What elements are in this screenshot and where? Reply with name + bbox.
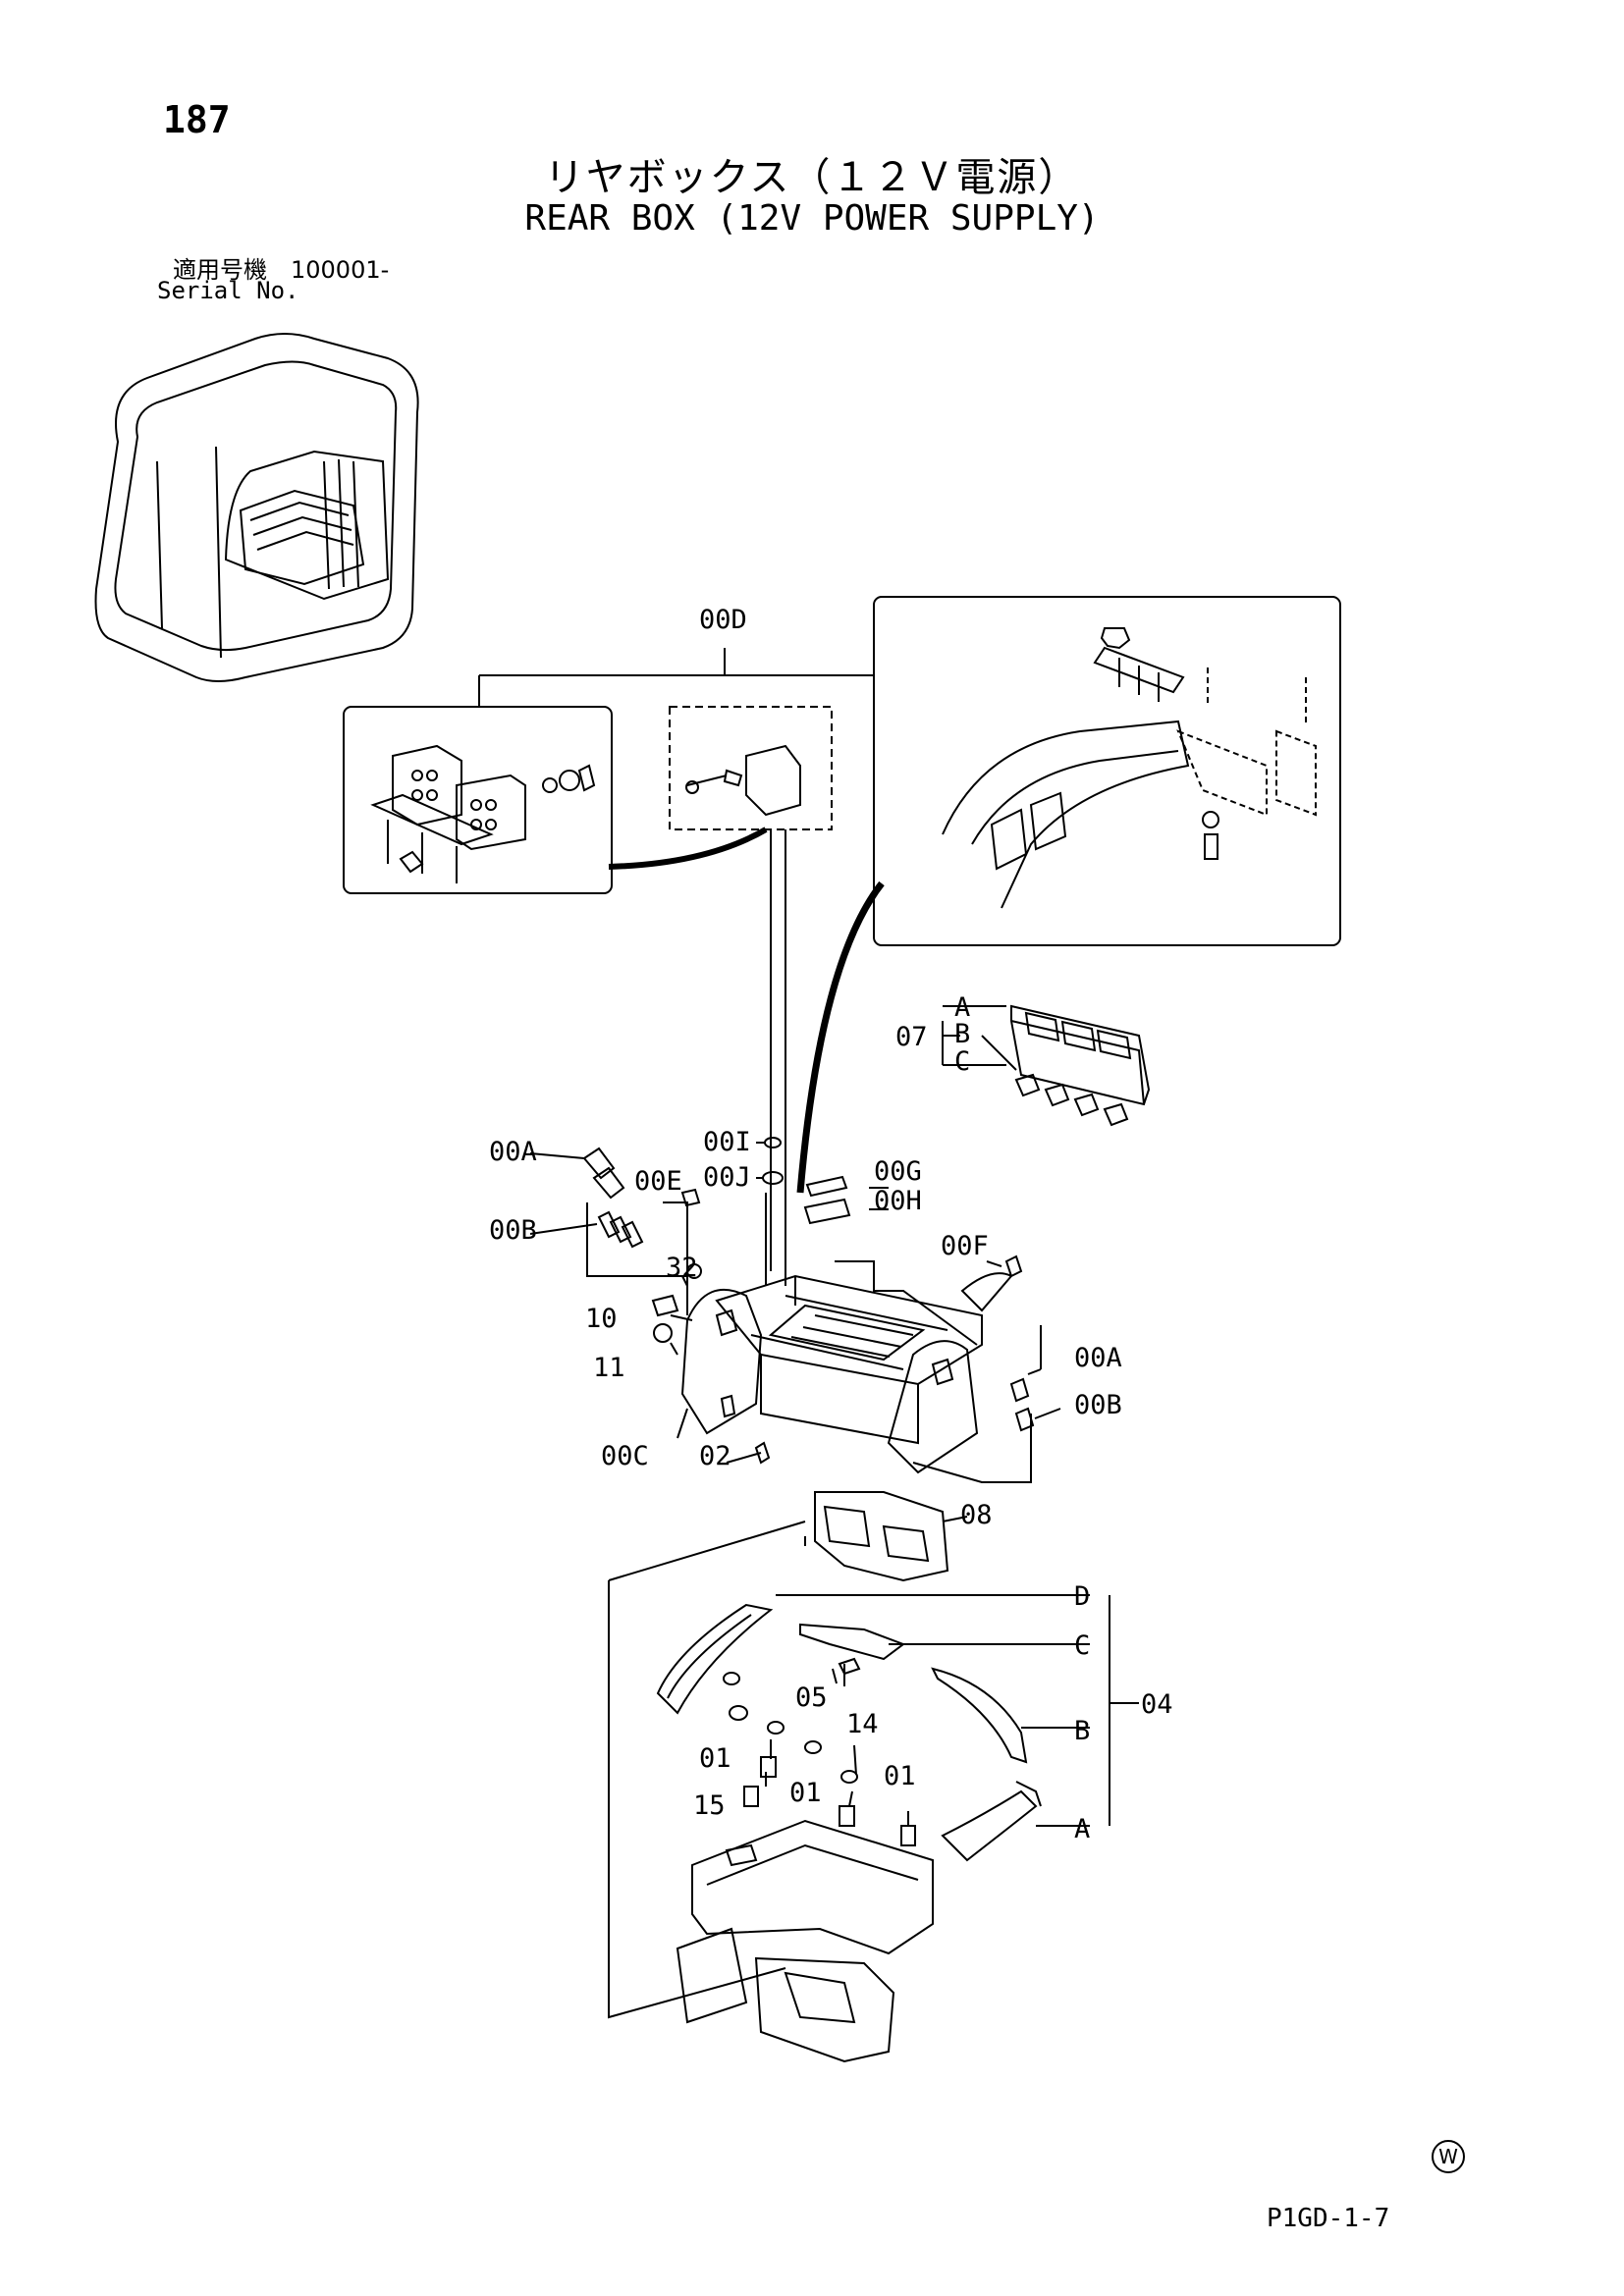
bracket-08	[814, 1491, 949, 1582]
callout-04-D: D	[1074, 1581, 1090, 1612]
callout-00B-right: 00B	[1074, 1390, 1122, 1420]
callout-04-A: A	[1074, 1814, 1090, 1844]
callout-00C: 00C	[601, 1441, 649, 1471]
callout-15: 15	[693, 1790, 726, 1821]
callout-07-C: C	[954, 1046, 970, 1077]
callout-01-c: 01	[884, 1761, 916, 1791]
leader-04	[776, 1594, 1139, 1827]
callout-labels: 00D 07 A B C 00I 00J 00G 00H 00A 00E 00B…	[489, 605, 1173, 1844]
callout-00E: 00E	[634, 1166, 682, 1197]
callout-04: 04	[1141, 1689, 1173, 1720]
page-code: P1GD-1-7	[1267, 2204, 1390, 2233]
callout-04-B: B	[1074, 1716, 1090, 1746]
page-title-english: REAR BOX (12V POWER SUPPLY)	[524, 198, 1100, 239]
callout-01-b: 01	[789, 1778, 822, 1808]
callout-00A-right: 00A	[1074, 1343, 1122, 1373]
callout-14: 14	[846, 1709, 879, 1739]
page-title-japanese: リヤボックス（１２Ｖ電源）	[544, 155, 1080, 200]
callout-00J: 00J	[703, 1162, 751, 1193]
page-number: 187	[163, 98, 231, 141]
copyright-mark: W	[1432, 2140, 1465, 2173]
callout-00B-left: 00B	[489, 1215, 537, 1246]
callout-07: 07	[895, 1022, 928, 1052]
callout-07-B: B	[954, 1019, 970, 1049]
callout-05: 05	[795, 1682, 828, 1713]
lower-frame-assembly	[656, 1603, 1042, 2063]
rear-box-body	[680, 1274, 983, 1474]
callout-00I: 00I	[703, 1127, 751, 1157]
callout-00D: 00D	[699, 605, 747, 635]
leader-lines-center	[770, 829, 786, 1286]
callout-01-a: 01	[699, 1743, 731, 1774]
callout-07-A: A	[954, 992, 970, 1023]
callout-leader-lines	[529, 1142, 1061, 2019]
switch-panel-07	[1010, 1004, 1151, 1127]
leader-07	[942, 1005, 1017, 1071]
callout-00G: 00G	[874, 1156, 922, 1187]
callout-00F: 00F	[941, 1231, 989, 1261]
link-curve-left	[608, 827, 768, 870]
leader-frame-00D	[478, 648, 874, 707]
leader-lower-parts	[765, 1664, 909, 1826]
link-curve-right	[796, 881, 885, 1194]
callout-04-C: C	[1074, 1630, 1090, 1661]
callout-00A-left: 00A	[489, 1137, 537, 1167]
serial-range-japanese: 適用号機 100001-	[173, 256, 390, 284]
cab-overview-illustration	[94, 333, 419, 682]
callout-00H: 00H	[874, 1186, 922, 1216]
callout-08: 08	[960, 1500, 993, 1530]
detail-box-mounting-view	[873, 596, 1341, 946]
serial-number-label: Serial No.	[157, 277, 299, 304]
detail-box-00D-label-plate	[669, 706, 833, 830]
callout-32: 32	[666, 1253, 698, 1283]
callout-11: 11	[593, 1353, 625, 1383]
callout-10: 10	[585, 1304, 618, 1334]
callout-02: 02	[699, 1441, 731, 1471]
detail-box-connector-plate	[343, 706, 613, 894]
